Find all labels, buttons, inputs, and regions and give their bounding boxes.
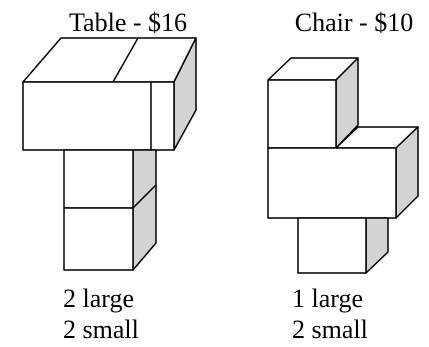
table-large-count: 2 large <box>63 284 134 313</box>
chair-group: Chair - $10 1 large 2 small <box>267 8 419 344</box>
table-large-block-divider-top <box>112 37 139 83</box>
table-large-block-front-face <box>22 81 175 151</box>
chair-title: Chair - $10 <box>295 8 413 37</box>
chair-back-block <box>267 57 359 149</box>
table-group: Table - $16 2 large 2 small <box>22 8 197 344</box>
chair-leg-front-face <box>297 217 367 274</box>
chair-seat-front-face <box>267 147 397 219</box>
table-small-count: 2 small <box>63 315 139 344</box>
chair-leg-side-face <box>365 217 389 274</box>
table-small-block-1-front <box>63 149 134 209</box>
table-large-blocks <box>22 37 197 151</box>
chair-seat-block <box>267 126 419 219</box>
chair-small-count: 2 small <box>292 315 368 344</box>
chair-large-count: 1 large <box>292 284 363 313</box>
table-small-blocks <box>63 149 157 271</box>
table-title: Table - $16 <box>69 8 187 37</box>
chair-back-front-face <box>267 79 337 149</box>
table-small-block-2-front <box>63 207 134 271</box>
table-large-block-top-face <box>22 37 197 83</box>
chair-leg-block <box>297 217 389 274</box>
